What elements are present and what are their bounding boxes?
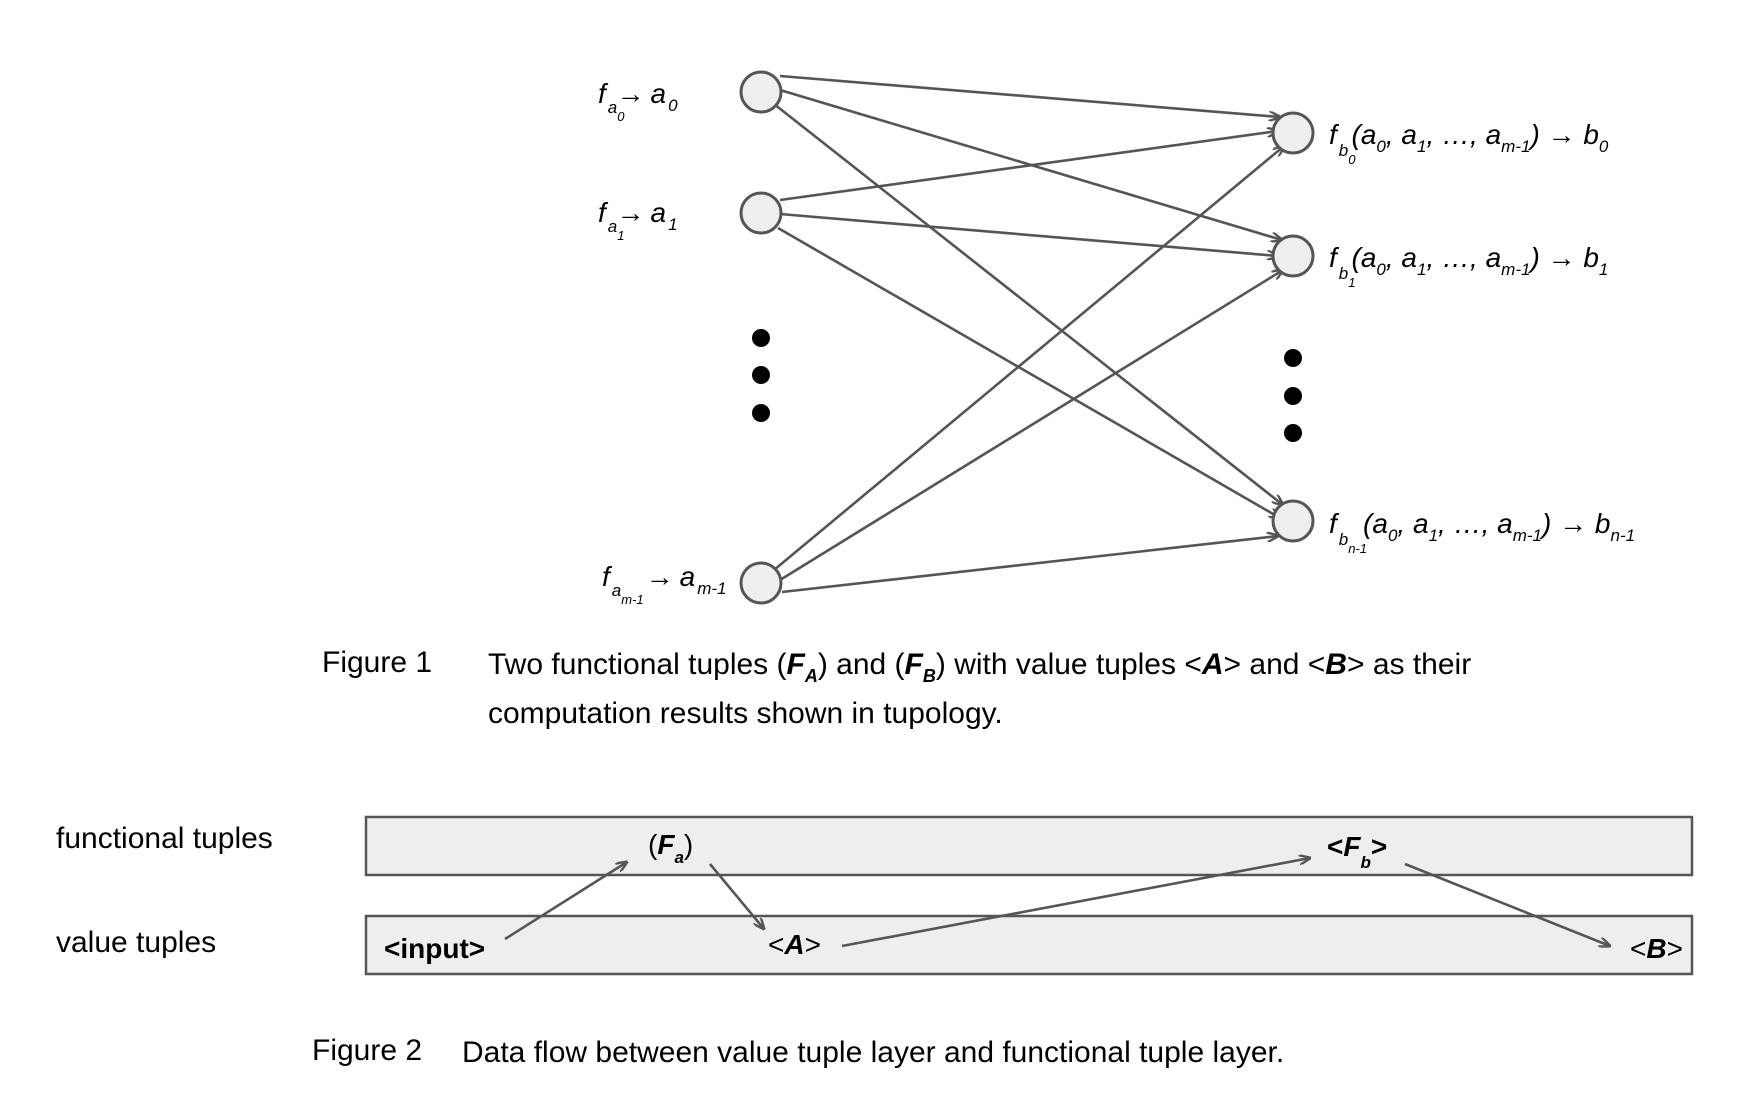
edge-a1-bn — [777, 226, 1280, 518]
ellipsis-dot-right-2 — [1284, 387, 1302, 405]
figure1-nodes — [739, 70, 1315, 605]
edge-a1-b1 — [779, 212, 1278, 256]
node-b0 — [1271, 111, 1315, 155]
node-bn-1 — [1271, 499, 1315, 543]
node-a0 — [739, 70, 783, 114]
ellipsis-dot-right-3 — [1284, 424, 1302, 442]
ellipsis-dot-left-1 — [752, 329, 770, 347]
edge-am-bn — [781, 536, 1278, 594]
flow-Fb-to-B — [1404, 862, 1610, 946]
figure2-number: Figure 2 — [312, 1034, 423, 1067]
edge-a0-bn — [773, 102, 1283, 505]
node-a1 — [739, 191, 783, 235]
figure1-caption: Two functional tuples (FA) and (FB) with… — [488, 646, 1471, 733]
figure2-flow-edges — [504, 858, 1610, 948]
row-label-functional-tuples: functional tuples — [56, 822, 273, 855]
node-am-1 — [739, 561, 783, 605]
item-Fa: (Fa) — [648, 829, 693, 867]
item-B: <B> — [1630, 933, 1683, 964]
item-input: <input> — [384, 933, 485, 964]
edge-a1-b0 — [779, 131, 1278, 202]
edge-a0-b0 — [779, 74, 1280, 117]
right-label-1: fb1(a0, a1, …, am-1) → b1 — [1329, 242, 1608, 290]
node-b1 — [1271, 234, 1315, 278]
figure2-caption: Data flow between value tuple layer and … — [462, 1036, 1285, 1069]
functional-tuple-layer — [364, 815, 1694, 877]
figure1-edges — [773, 74, 1284, 594]
ellipsis-dot-left-3 — [752, 404, 770, 422]
right-label-0: fb0(a0, a1, …, am-1) → b0 — [1329, 119, 1609, 167]
right-label-n-1: fbn-1(a0, a1, …, am-1) → bn-1 — [1329, 508, 1635, 556]
flow-A-to-Fb — [841, 858, 1310, 948]
item-A: <A> — [768, 929, 821, 960]
item-Fb: <Fb> — [1327, 831, 1387, 872]
figure1-caption-line1: Two functional tuples (FA) and (FB) with… — [488, 648, 1472, 686]
flow-Fa-to-A — [709, 863, 764, 929]
value-tuple-layer — [364, 914, 1694, 976]
edge-am-b1 — [779, 270, 1283, 582]
ellipsis-dot-right-1 — [1284, 349, 1302, 367]
figure1-caption-line2: computation results shown in tupology. — [488, 697, 1003, 730]
figure1-number: Figure 1 — [322, 646, 433, 679]
row-label-value-tuples: value tuples — [56, 926, 217, 959]
ellipsis-dot-left-2 — [752, 366, 770, 384]
flow-input-to-Fa — [504, 862, 627, 941]
edge-am-b0 — [773, 146, 1284, 571]
